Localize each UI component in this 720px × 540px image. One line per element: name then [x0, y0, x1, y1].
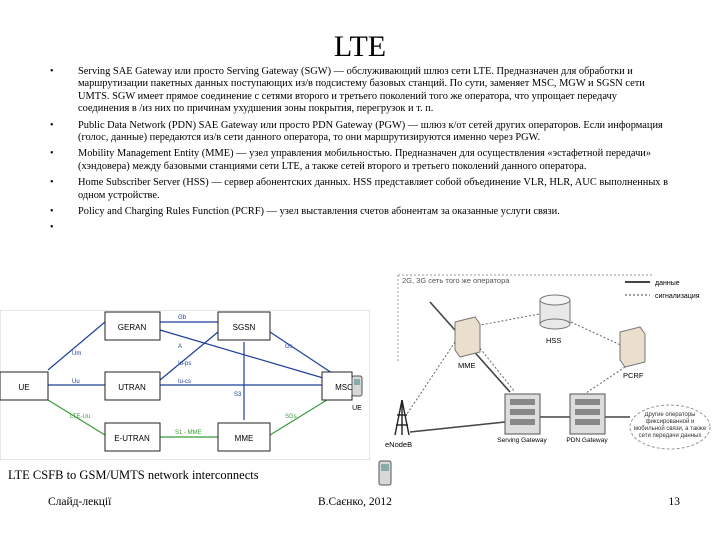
pdn-gateway-label: PDN Gateway: [566, 437, 608, 444]
link-um: Um: [72, 351, 81, 357]
link-gb: Gb: [178, 315, 187, 321]
slide-title: LTE: [333, 30, 387, 63]
bottom-handset-icon: [378, 460, 392, 486]
diagram-caption: LTE CSFB to GSM/UMTS network interconnec…: [8, 468, 259, 482]
handset-icon: [351, 375, 363, 397]
page-number: 13: [668, 496, 681, 508]
blue-links: [47, 321, 336, 420]
bullet-list: Serving SAE Gateway или просто Serving G…: [50, 66, 670, 235]
pcrf-server-icon: [619, 326, 646, 368]
csfb-diagram: GERAN SGSN UE UTRAN MSC E-UTRAN MME Gb U…: [0, 310, 370, 460]
bullet-pgw: Public Data Network (PDN) SAE Gateway ил…: [50, 120, 670, 145]
serving-gateway-label: Serving Gateway: [497, 437, 547, 444]
link-sgs: SGs: [285, 414, 297, 420]
node-utran-label: UTRAN: [118, 383, 146, 392]
mme-server-icon: [454, 316, 481, 358]
link-iu-cs: Iu-cs: [178, 379, 191, 385]
legend-signal: сигнализация: [655, 293, 700, 300]
mme-label: MME: [458, 361, 476, 370]
node-eutran: [104, 422, 161, 452]
legend: данные сигнализация: [625, 280, 700, 300]
node-sgsn: [217, 311, 271, 341]
link-s3: S3: [234, 392, 242, 398]
enodeb-label: eNodeB: [385, 440, 412, 449]
enodeb-antenna-icon: [394, 399, 410, 436]
footer-author: В.Саєнко, 2012: [318, 496, 392, 508]
hss-label: HSS: [546, 336, 561, 345]
footer-left: Слайд-лекції: [48, 496, 112, 508]
node-geran: [104, 311, 161, 341]
hss-database-icon: [539, 294, 571, 330]
other-operators-label: Другие операторы фиксированной и мобильн…: [633, 412, 707, 439]
link-gs: Gs: [285, 344, 293, 350]
node-mme-label: MME: [235, 434, 254, 443]
node-ue: [0, 371, 49, 401]
link-s1-mme: S1 - MME: [175, 430, 202, 436]
node-geran-label: GERAN: [118, 323, 147, 332]
node-eutran-label: E-UTRAN: [114, 434, 150, 443]
bullet-sgw: Serving SAE Gateway или просто Serving G…: [50, 66, 670, 116]
link-iu-ps: Iu-ps: [178, 361, 191, 367]
pcrf-label: PCRF: [623, 371, 644, 380]
bullet-hss: Home Subscriber Server (HSS) — сервер аб…: [50, 177, 670, 202]
pdn-gateway-icon: [569, 393, 606, 435]
other-operators-cloud-icon: [629, 404, 711, 450]
node-sgsn-label: SGSN: [233, 323, 256, 332]
lte-architecture-diagram: 2G, 3G сеть того же оператора данные сиг…: [385, 274, 711, 450]
link-uu: Uu: [72, 379, 80, 385]
node-mme: [217, 422, 271, 452]
serving-gateway-icon: [504, 393, 541, 435]
bullet-pcrf: Policy and Charging Rules Function (PCRF…: [50, 206, 670, 219]
node-ue-label: UE: [18, 383, 29, 392]
link-a: A: [178, 344, 182, 350]
node-utran: [104, 371, 161, 401]
handset-label: UE: [352, 405, 362, 412]
legend-data: данные: [655, 280, 680, 287]
top-label: 2G, 3G сеть того же оператора: [402, 276, 510, 285]
link-lte-uu: LTE-Uu: [70, 414, 90, 420]
node-msc-label: MSC: [335, 383, 353, 392]
bullet-mme: Mobility Management Entity (MME) — узел …: [50, 148, 670, 173]
green-links: [47, 394, 336, 438]
